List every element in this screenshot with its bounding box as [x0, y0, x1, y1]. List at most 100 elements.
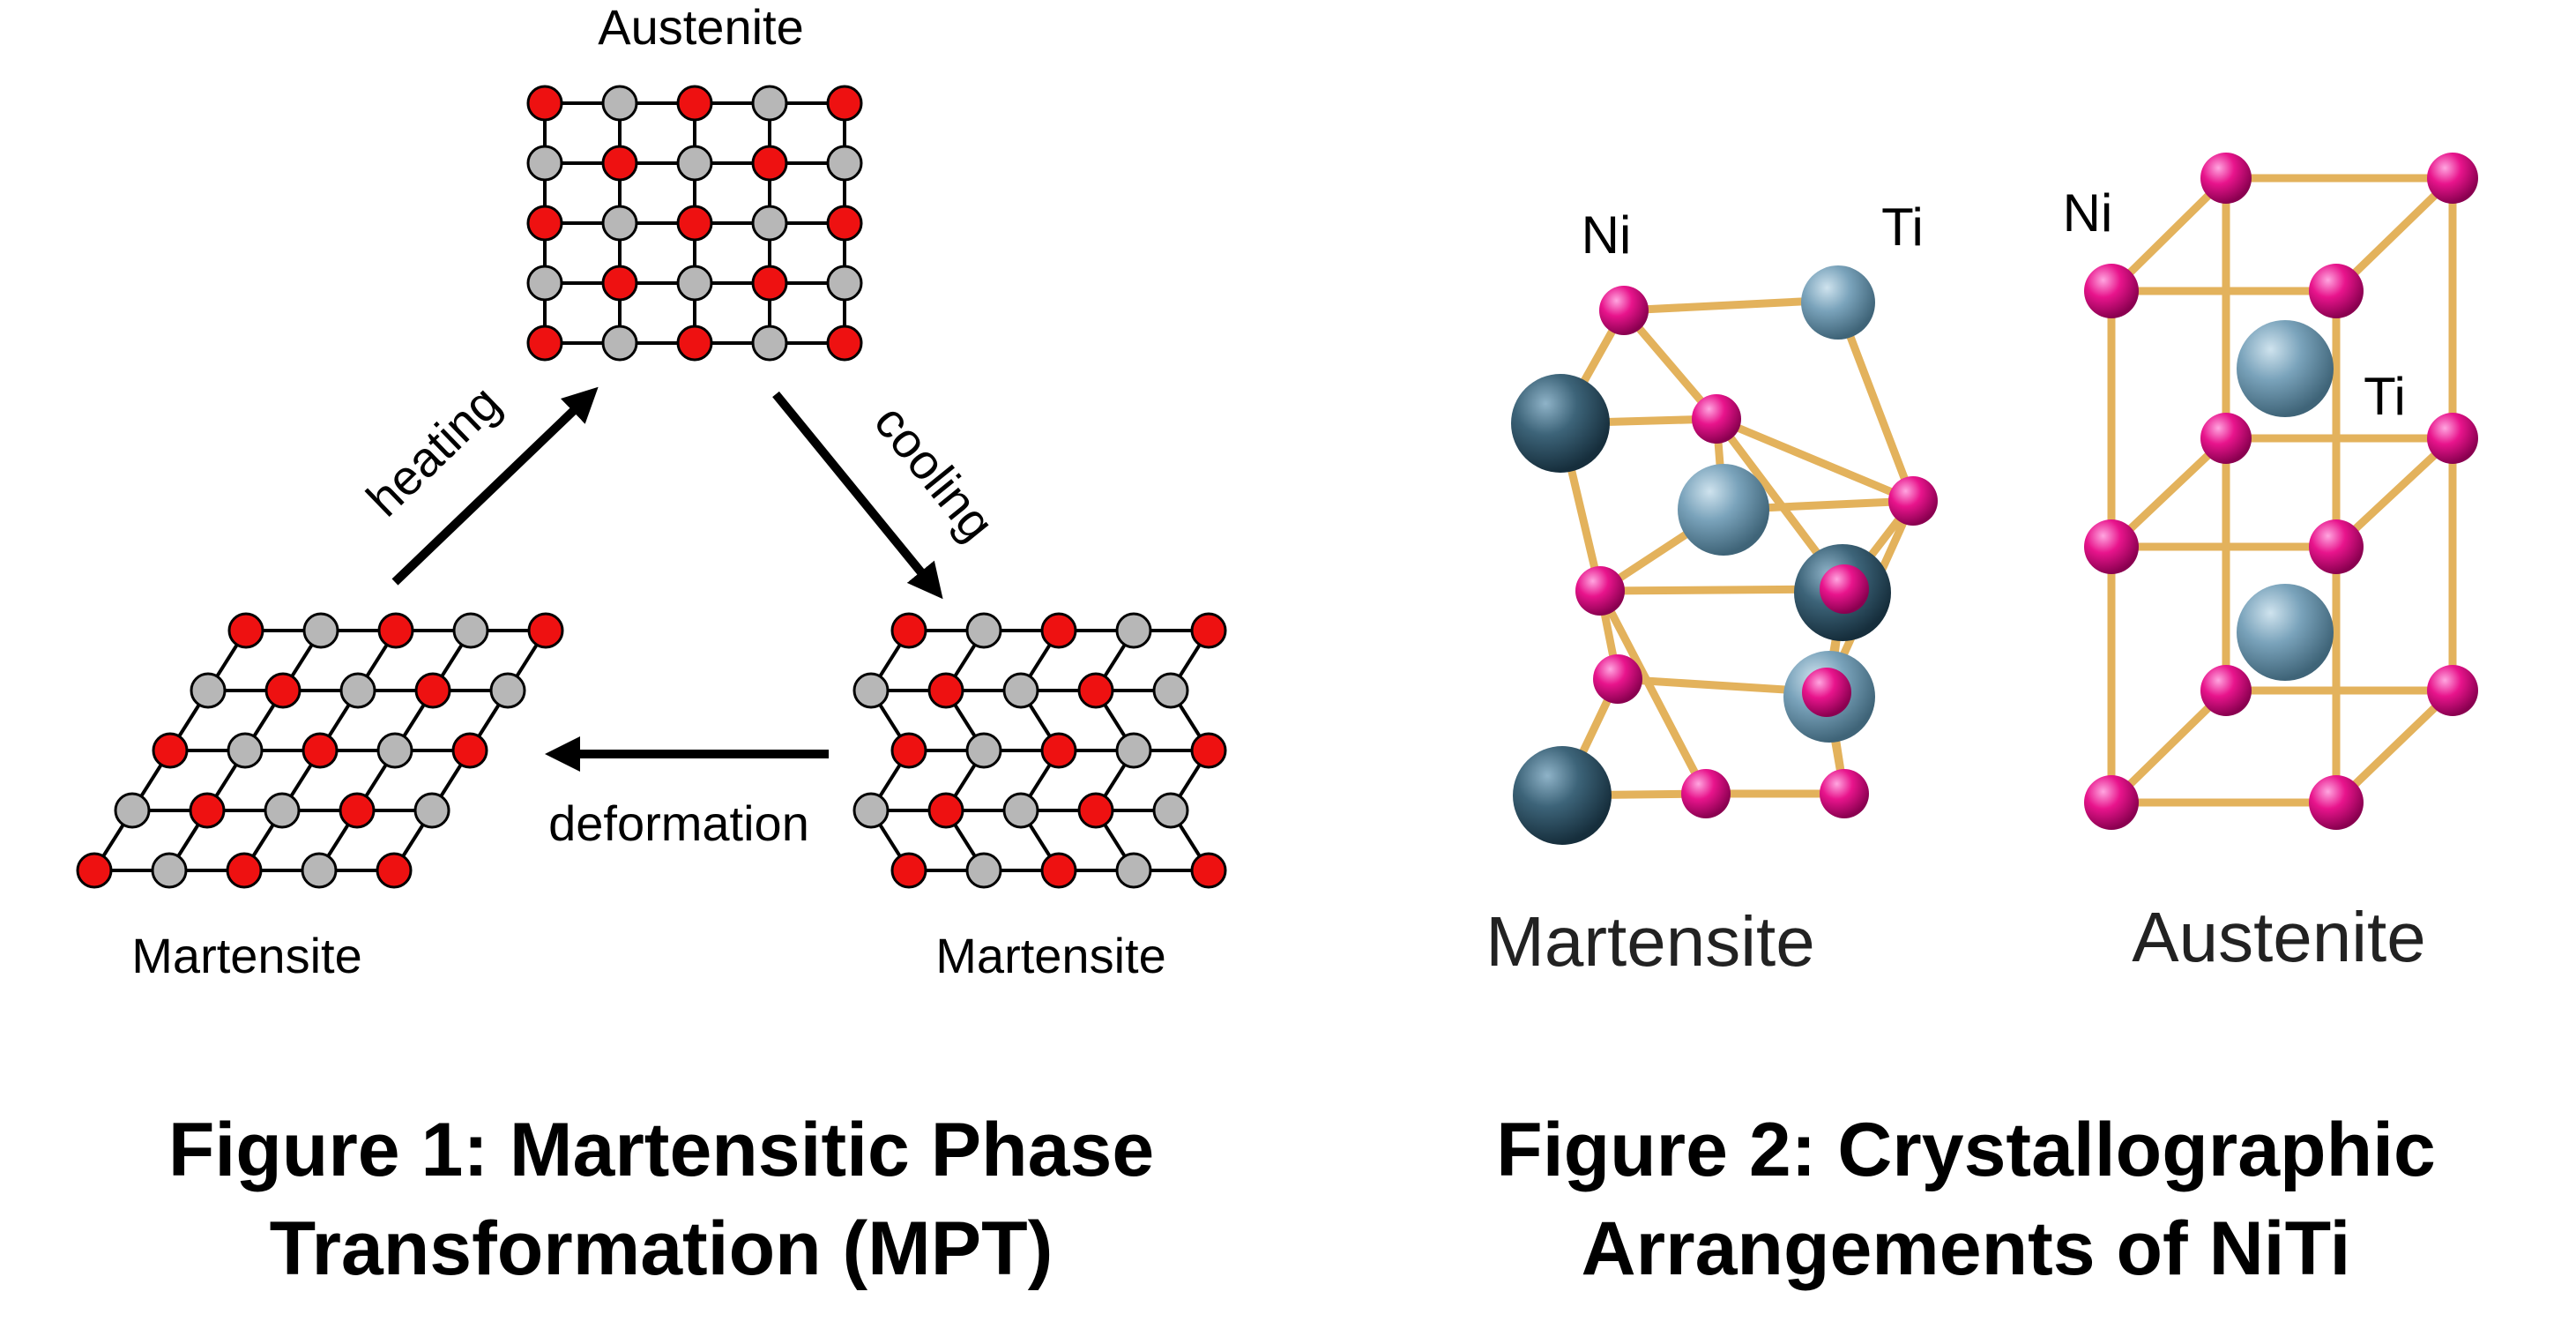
gray-atom [1002, 672, 1039, 709]
nickel-atom [2084, 775, 2139, 830]
red-atom [927, 792, 964, 829]
austenite-ti-label: Ti [2364, 367, 2406, 426]
gray-atom [601, 325, 638, 362]
nickel-atom [1820, 769, 1869, 818]
nickel-atom [2084, 264, 2139, 318]
martensite-ni-label: Ni [1582, 205, 1632, 265]
gray-atom [751, 205, 788, 242]
red-atom [1040, 852, 1077, 889]
red-atom [676, 205, 713, 242]
martensite-ti-label: Ti [1881, 198, 1924, 257]
gray-atom [1115, 852, 1152, 889]
gray-atom [1002, 792, 1039, 829]
gray-atom [1152, 792, 1189, 829]
crystal-bond [1712, 414, 1917, 505]
cooling-arrow [772, 391, 943, 600]
gray-atom [1115, 612, 1152, 649]
gray-atom [676, 145, 713, 182]
figure-1-caption-line-1: Figure 1: Martensitic Phase [168, 1108, 1155, 1192]
gray-atom [489, 672, 526, 709]
red-atom [226, 852, 263, 889]
nickel-atom [2200, 153, 2252, 204]
red-atom [526, 325, 563, 362]
nickel-atom [1692, 394, 1741, 444]
gray-atom [413, 792, 450, 829]
gray-atom [376, 732, 413, 769]
red-atom [676, 325, 713, 362]
red-atom [890, 852, 927, 889]
gray-atom [965, 732, 1002, 769]
nickel-atom [1820, 564, 1869, 614]
nickel-atom [2309, 519, 2364, 574]
gray-atom [826, 265, 863, 302]
martensite-left-label: Martensite [131, 928, 361, 983]
gray-atom [301, 852, 338, 889]
heating-arrow [391, 386, 599, 586]
crystal-bond [1619, 295, 1841, 315]
gray-atom [601, 205, 638, 242]
gray-atom [1115, 732, 1152, 769]
martensite-crystal [1511, 265, 1938, 845]
nickel-atom [1888, 476, 1938, 526]
gray-atom [452, 612, 489, 649]
gray-atom [751, 85, 788, 122]
red-atom [826, 85, 863, 122]
titanium-atom [1511, 374, 1610, 473]
austenite-lattice [526, 85, 863, 362]
titanium-atom [2237, 320, 2334, 417]
nickel-atom [1681, 769, 1731, 818]
red-atom [1040, 612, 1077, 649]
gray-atom [601, 85, 638, 122]
red-atom [377, 612, 414, 649]
gray-atom [852, 672, 890, 709]
gray-atom [526, 145, 563, 182]
nickel-atom [2200, 665, 2252, 716]
red-atom [414, 672, 451, 709]
red-atom [1040, 732, 1077, 769]
nickel-atom [1593, 654, 1642, 704]
figure-2-caption: Figure 2: Crystallographic Arrangements … [1393, 1101, 2539, 1298]
gray-atom [264, 792, 301, 829]
red-atom [826, 205, 863, 242]
red-atom [264, 672, 302, 709]
twinned-martensite-lattice [852, 612, 1227, 889]
figure-2-niti-crystal-structures: Ni Ti Ni Ti Martensite Austenite [1485, 153, 2478, 981]
gray-atom [227, 732, 264, 769]
red-atom [1190, 612, 1227, 649]
nickel-atom [2309, 775, 2364, 830]
red-atom [152, 732, 189, 769]
nickel-atom [2200, 413, 2252, 464]
titanium-atom [1513, 746, 1612, 845]
red-atom [1190, 852, 1227, 889]
gray-atom [965, 612, 1002, 649]
red-atom [451, 732, 488, 769]
red-atom [526, 85, 563, 122]
nickel-atom [2084, 519, 2139, 574]
austenite-ni-label: Ni [2063, 183, 2113, 243]
nickel-atom [2427, 665, 2478, 716]
red-atom [189, 792, 226, 829]
red-atom [227, 612, 264, 649]
titanium-atom [1801, 265, 1875, 340]
deformed-martensite-lattice [76, 612, 564, 889]
gray-atom [676, 265, 713, 302]
martensite-structure-label: Martensite [1485, 902, 1814, 981]
nickel-atom [1575, 566, 1625, 616]
gray-atom [751, 325, 788, 362]
crystal-bond [1596, 586, 1710, 798]
red-atom [527, 612, 564, 649]
austenite-label: Austenite [598, 0, 804, 55]
titanium-atom [1678, 464, 1769, 556]
gray-atom [852, 792, 890, 829]
red-atom [376, 852, 413, 889]
gray-atom [151, 852, 188, 889]
gray-atom [190, 672, 227, 709]
figure-2-caption-line-1: Figure 2: Crystallographic [1496, 1108, 2436, 1192]
gray-atom [965, 852, 1002, 889]
red-atom [1077, 672, 1114, 709]
figure-1-caption-line-2: Transformation (MPT) [269, 1206, 1053, 1291]
deformation-label: deformation [548, 795, 809, 851]
nickel-atom [2309, 264, 2364, 318]
red-atom [927, 672, 964, 709]
gray-atom [339, 672, 376, 709]
